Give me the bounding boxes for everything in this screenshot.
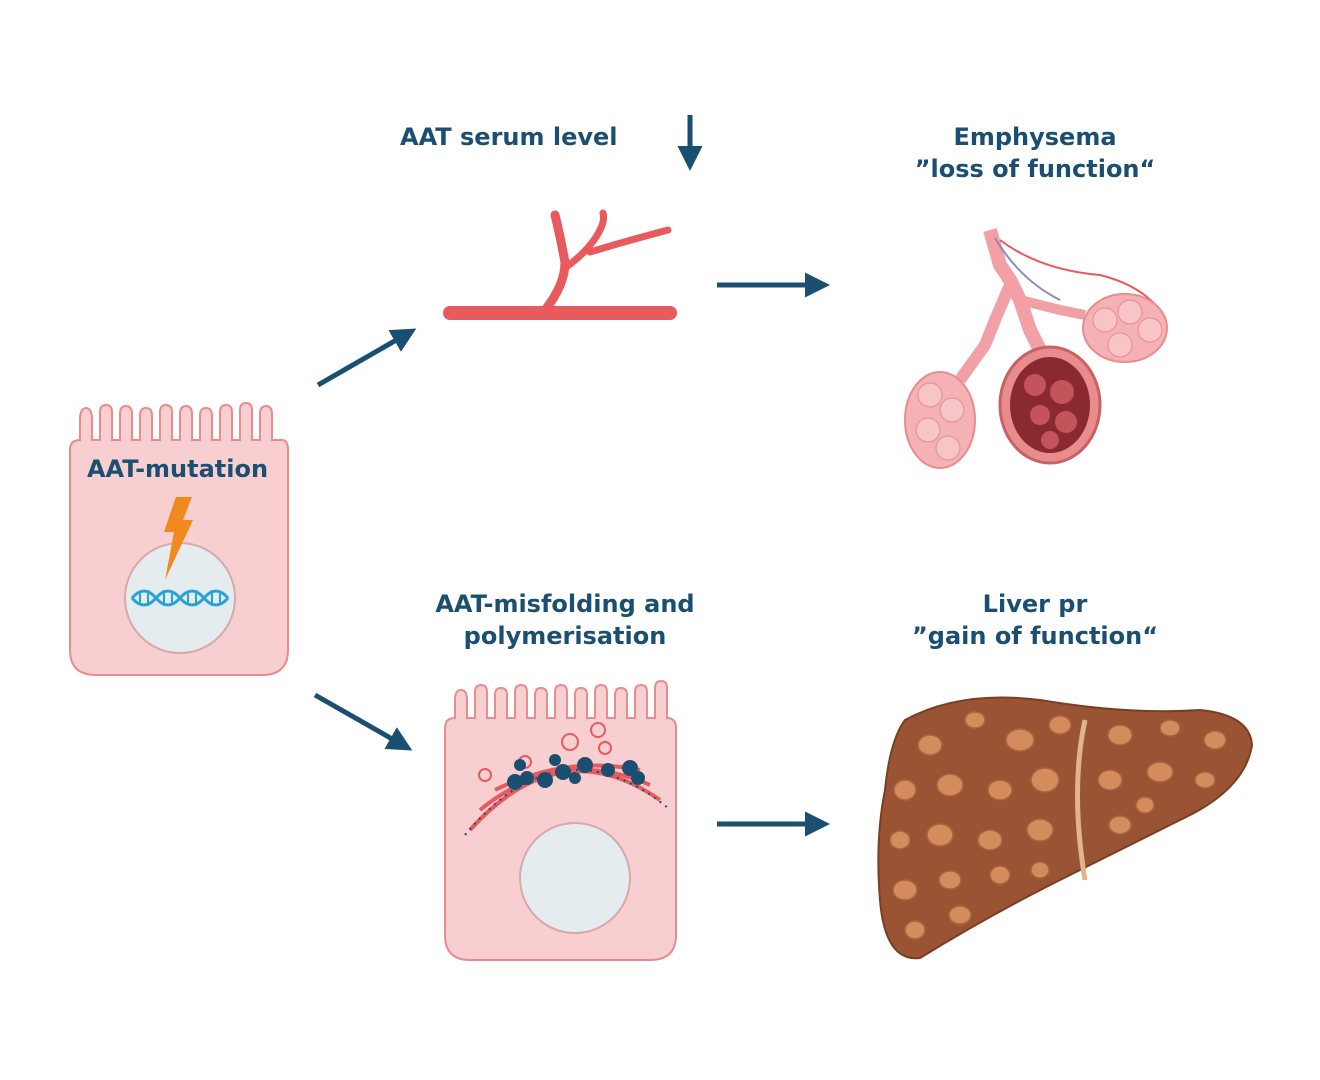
polymer-aggregates xyxy=(507,754,645,790)
dna-icon xyxy=(130,589,230,607)
emphysema-title: Emphysema xyxy=(953,123,1117,151)
emphysema-label: Emphysema ”loss of function“ xyxy=(880,121,1190,185)
misfolding-cell xyxy=(444,679,677,961)
arrow-to-vessel xyxy=(316,328,417,388)
lung-icon xyxy=(904,228,1168,469)
liver-label: Liver pr ”gain of function“ xyxy=(880,588,1190,652)
emphysema-subtitle: ”loss of function“ xyxy=(914,155,1156,183)
arrow-to-misfold xyxy=(313,692,413,751)
liver-title: Liver pr xyxy=(982,590,1088,618)
nucleus xyxy=(519,822,631,934)
lightning-icon xyxy=(164,497,193,580)
misfolding-line-2: polymerisation xyxy=(463,622,667,650)
aat-serum-level-label: AAT serum level xyxy=(400,123,618,151)
liver-icon xyxy=(877,696,1254,960)
misfolding-line-1: AAT-misfolding and xyxy=(435,590,695,618)
mutated-cell xyxy=(69,401,289,676)
blood-vessel-icon xyxy=(443,209,677,320)
flow-arrows xyxy=(313,115,830,837)
aat-mutation-label: AAT-mutation xyxy=(86,455,269,483)
misfolding-label: AAT-misfolding and polymerisation xyxy=(400,588,730,652)
liver-subtitle: ”gain of function“ xyxy=(912,622,1158,650)
